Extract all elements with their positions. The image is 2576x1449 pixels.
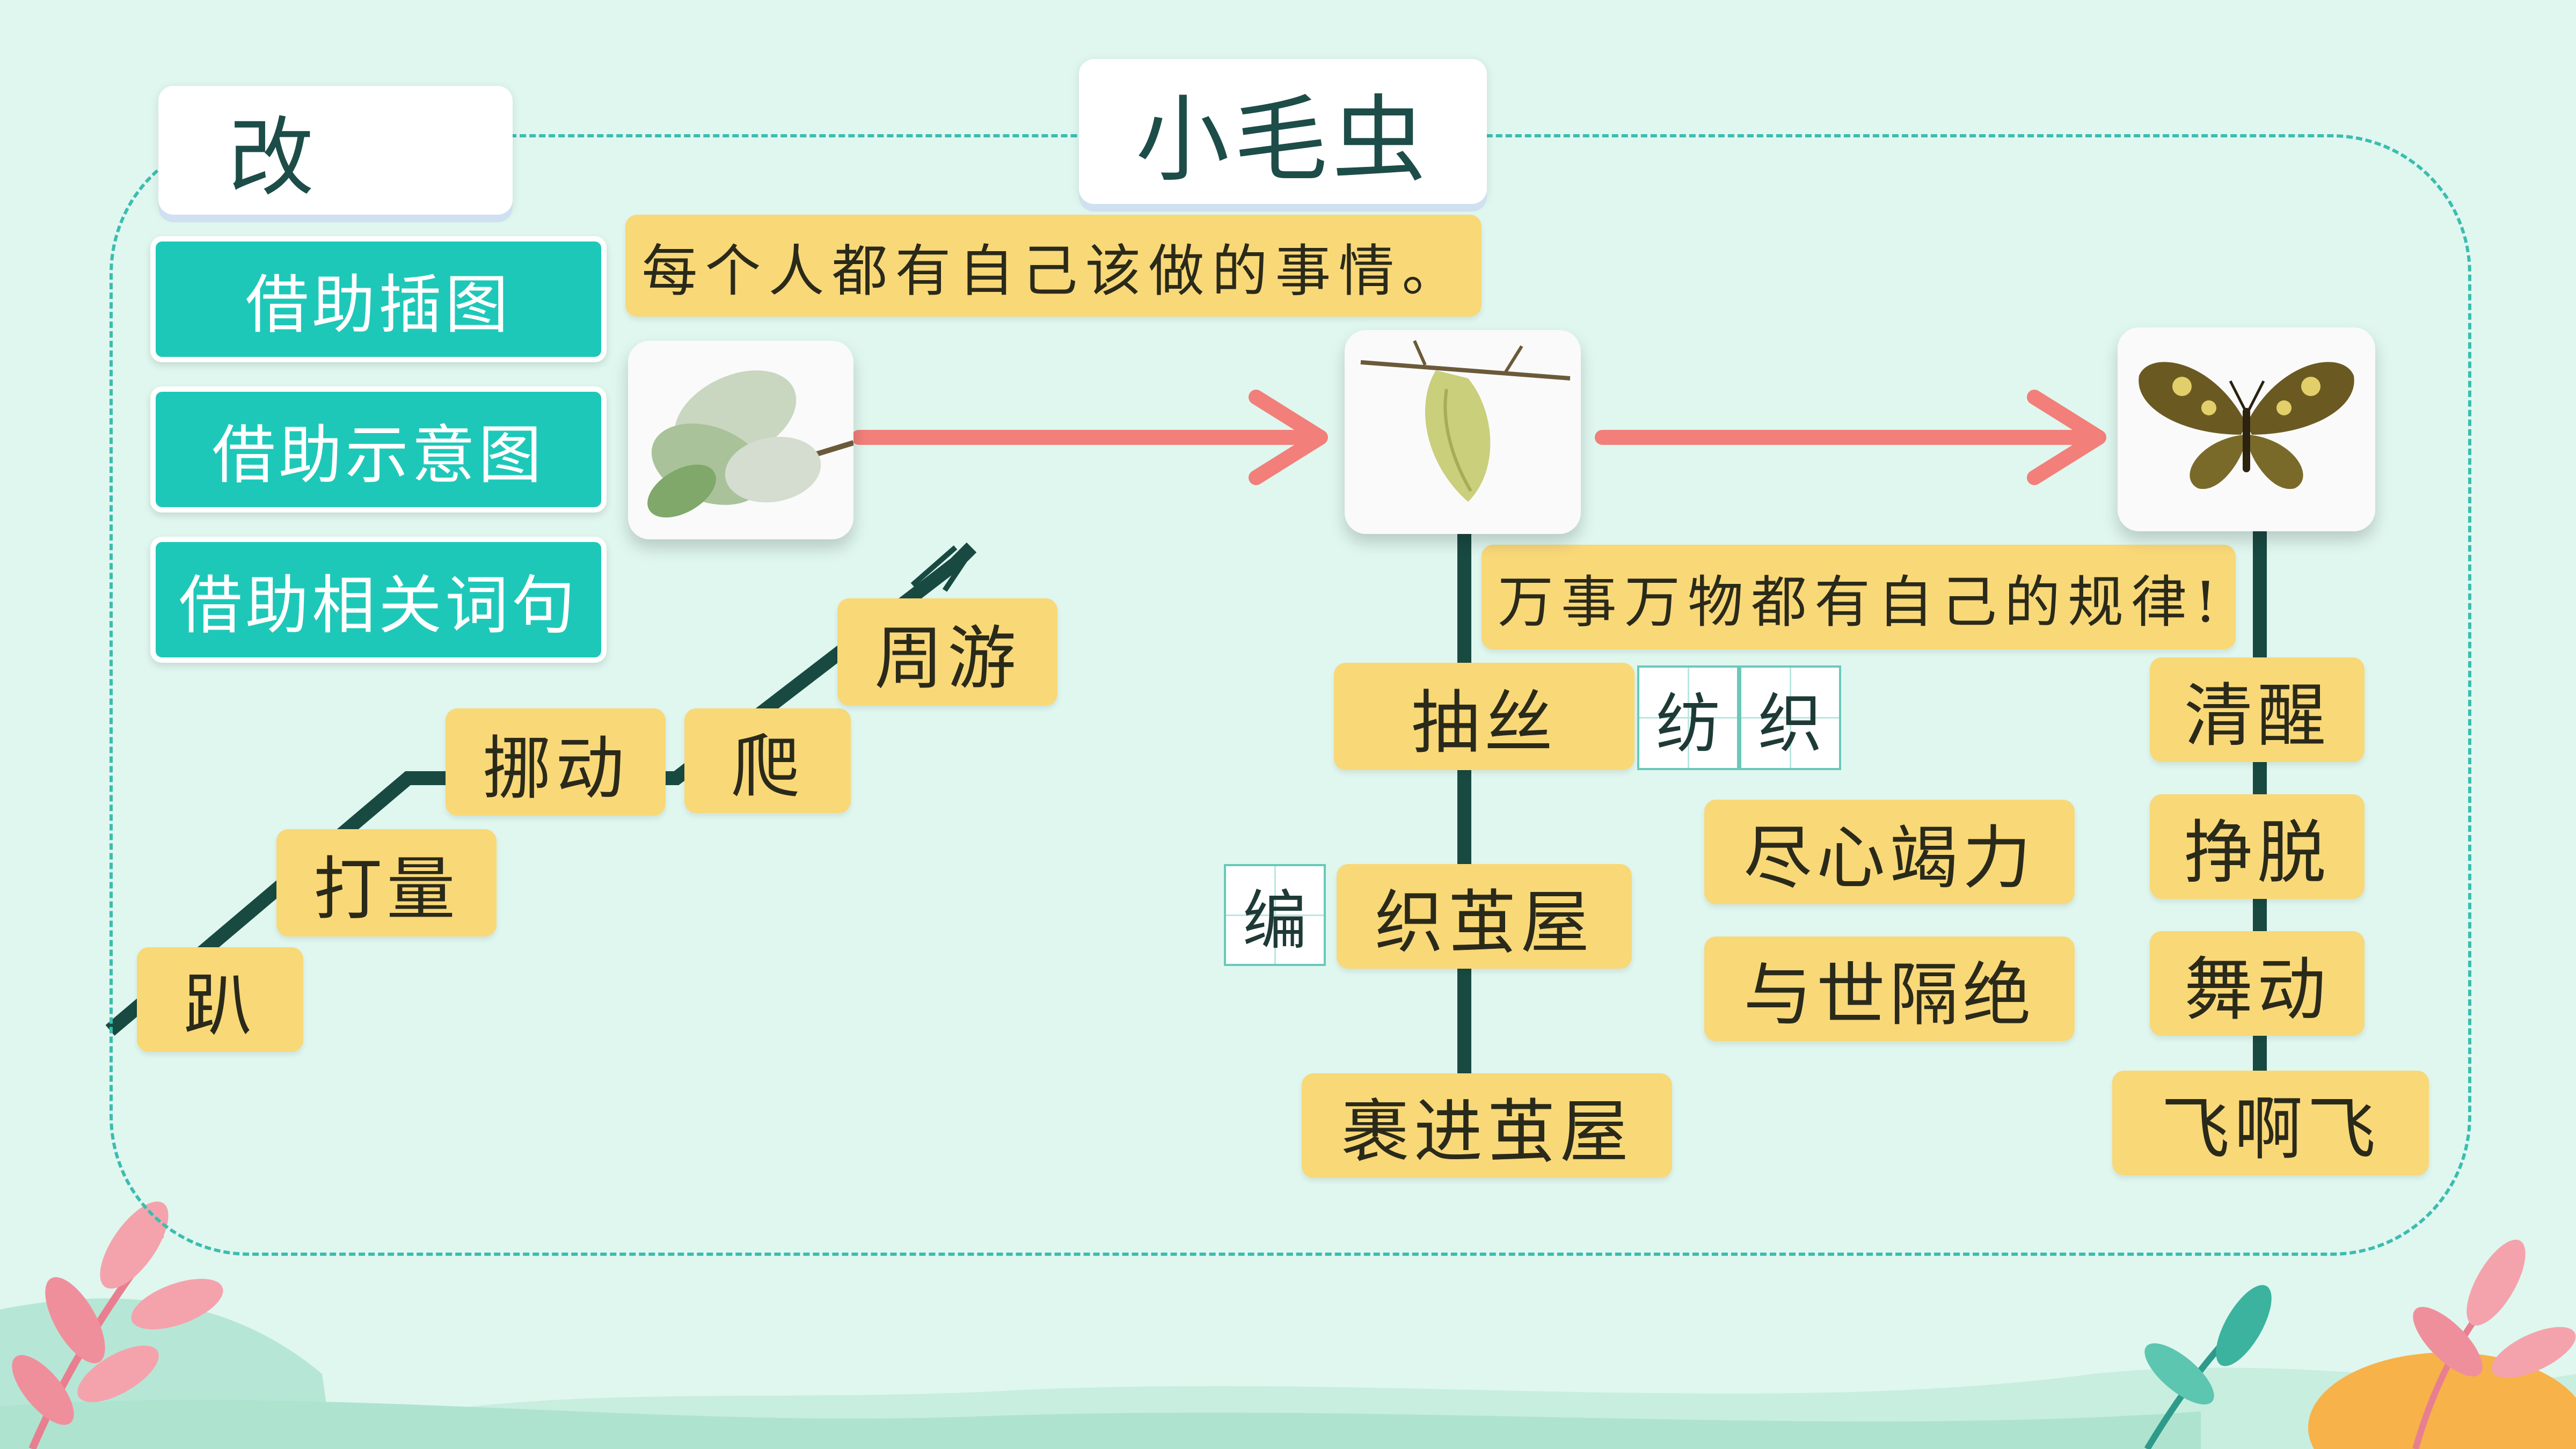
stage2-trait-label: 与世隔绝 [1743,955,2035,1035]
arrow-1-icon [851,390,1328,485]
stage3-action-label: 舞动 [2184,950,2330,1030]
weave-char-box: 织 [1739,665,1841,770]
stage3-action: 挣脱 [2150,794,2365,899]
weave-char: 纺 [1656,686,1720,762]
stage2-wrap: 裹进茧屋 [1302,1073,1672,1178]
stage3-action: 飞啊飞 [2112,1071,2429,1175]
bian-char-box: 编 [1224,864,1326,966]
stage1-action: 爬 [684,708,851,813]
lesson-middle: 万事万物都有自己的规律! [1482,545,2236,649]
stage3-action-label: 飞啊飞 [2161,1089,2380,1169]
stage1-action-label: 趴 [183,966,257,1046]
stage2-weave-house-label: 织茧屋 [1374,883,1594,963]
method-label: 借助插图 [245,268,512,342]
leaf-caterpillar-icon [647,370,853,518]
stage2-wrap-label: 裹进茧屋 [1340,1092,1633,1172]
stage1-action-label: 挪动 [482,728,629,809]
cocoon-icon [1360,340,1571,502]
method-illustration-button[interactable]: 借助插图 [150,236,607,362]
page-title: 小毛虫 [1135,85,1431,195]
lesson-top: 每个人都有自己该做的事情。 [625,215,1482,317]
butterfly-icon [2139,362,2354,489]
cocoon-photo [1345,330,1581,534]
bian-char: 编 [1243,884,1307,958]
butterfly-photo [2118,327,2375,531]
corner-tab-label: 改 [228,107,315,208]
title-tab: 小毛虫 [1079,59,1487,204]
method-related-words-button[interactable]: 借助相关词句 [150,537,607,663]
caterpillar-photo [628,341,853,539]
stage3-action: 舞动 [2150,931,2365,1036]
stage1-action: 趴 [137,947,303,1052]
arrow-2-icon [1595,390,2106,485]
pink-leaves-left-icon [12,1201,223,1449]
stage2-trait: 尽心竭力 [1704,800,2075,904]
stage3-action: 清醒 [2150,657,2365,762]
weave-char: 织 [1758,686,1822,762]
stage2-spin: 抽丝 [1334,663,1634,770]
stage1-action-label: 爬 [731,727,804,807]
stage1-action: 周游 [837,598,1057,706]
method-diagram-button[interactable]: 借助示意图 [150,386,607,513]
climb-line-tip-icon [910,545,969,592]
hill-bottom-2 [0,1400,2201,1449]
method-label: 借助相关词句 [178,568,578,642]
stage1-action: 打量 [276,829,497,936]
stage1-action: 挪动 [446,708,666,816]
weave-char-box: 纺 [1637,665,1739,770]
method-label: 借助示意图 [211,418,545,492]
lesson-middle-text: 万事万物都有自己的规律! [1498,569,2224,635]
stage2-spin-label: 抽丝 [1411,683,1557,763]
stage2-weave-house: 织茧屋 [1337,864,1632,969]
stage3-action-label: 挣脱 [2184,813,2330,893]
stage1-action-label: 打量 [313,849,459,930]
lesson-top-text: 每个人都有自己该做的事情。 [641,238,1465,304]
leaves-right-icon [2144,1240,2576,1449]
corner-tab: 改 [158,86,513,215]
stage1-action-label: 周游 [874,618,1020,699]
stage3-action-label: 清醒 [2184,676,2330,756]
stage2-trait: 与世隔绝 [1704,936,2075,1041]
stage2-trait-label: 尽心竭力 [1743,818,2035,898]
